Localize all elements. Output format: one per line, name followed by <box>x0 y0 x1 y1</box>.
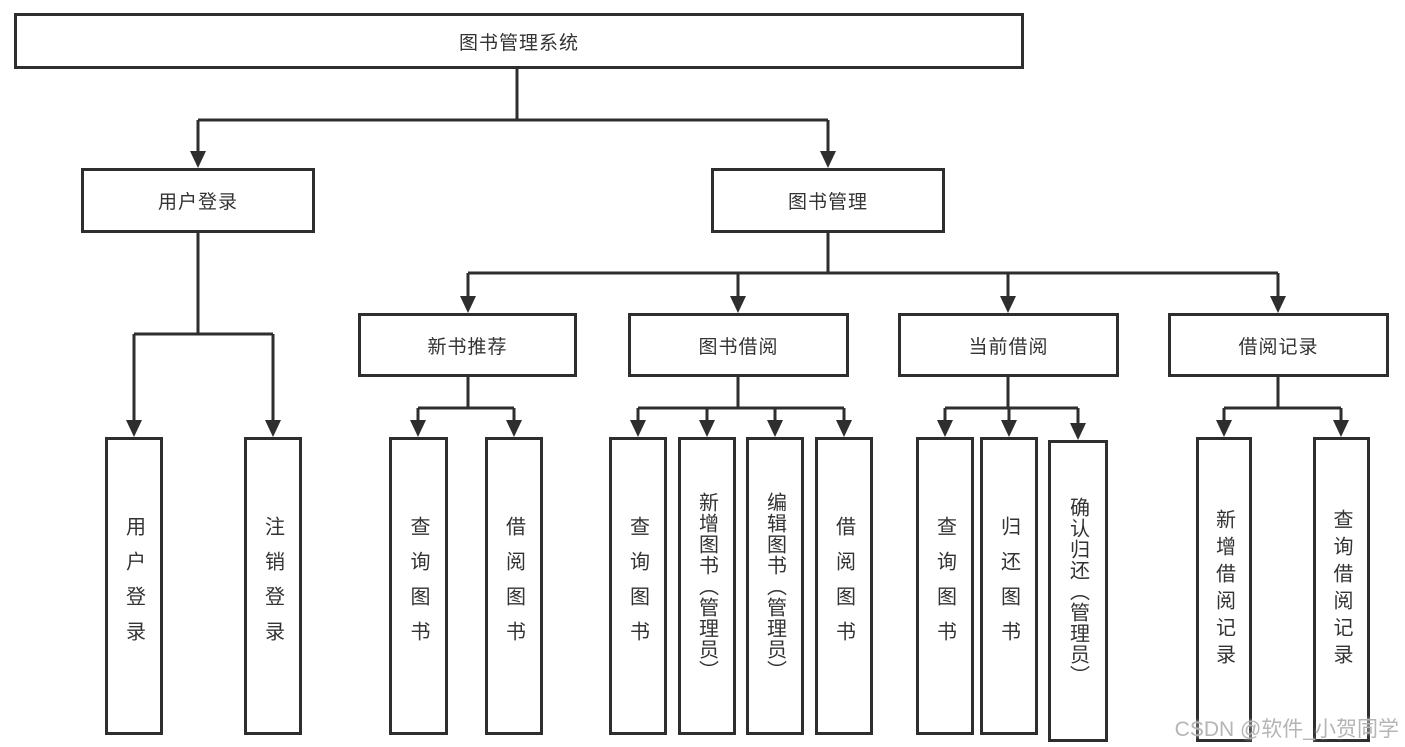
leaf-label: 查询借阅记录 <box>1330 508 1352 671</box>
node-borrowing-records: 借阅记录 <box>1168 313 1389 377</box>
leaf-confirm-return-admin: 确认归还（管理员） <box>1048 440 1108 742</box>
leaf-borrow-books: 借阅图书 <box>815 437 873 735</box>
node-book-management: 图书管理 <box>711 168 945 233</box>
leaf-borrow-books-recommendation: 借阅图书 <box>485 437 543 735</box>
csdn-watermark: CSDN @软件_小贺同学 <box>1174 718 1399 741</box>
leaf-label: 用户登录 <box>122 516 145 656</box>
node-new-book-recommendation: 新书推荐 <box>358 313 577 377</box>
leaf-label: 归还图书 <box>997 516 1020 656</box>
leaf-label: 确认归还（管理员） <box>1066 496 1089 686</box>
leaf-query-books-current: 查询图书 <box>916 437 974 735</box>
leaf-return-books: 归还图书 <box>980 437 1038 735</box>
leaf-logout-login: 注销登录 <box>244 437 302 735</box>
leaf-user-login: 用户登录 <box>105 437 163 735</box>
leaf-label: 借阅图书 <box>502 516 525 656</box>
leaf-add-borrow-record: 新增借阅记录 <box>1196 437 1252 742</box>
node-current-borrowing: 当前借阅 <box>898 313 1119 377</box>
leaf-query-books-borrowing: 查询图书 <box>609 437 667 735</box>
leaf-add-books-admin: 新增图书（管理员） <box>678 437 736 735</box>
leaf-label: 注销登录 <box>261 516 284 656</box>
leaf-label: 查询图书 <box>407 516 429 656</box>
node-user-login: 用户登录 <box>81 168 315 233</box>
arrowheads <box>126 151 1349 440</box>
leaf-label: 查询图书 <box>626 516 649 656</box>
leaf-label: 新增图书（管理员） <box>695 491 718 681</box>
leaf-label: 编辑图书（管理员） <box>763 491 786 681</box>
node-library-management-system: 图书管理系统 <box>14 13 1024 69</box>
leaf-label: 新增借阅记录 <box>1212 508 1235 671</box>
leaf-label: 查询图书 <box>933 516 956 656</box>
leaf-edit-books-admin: 编辑图书（管理员） <box>746 437 804 735</box>
leaf-label: 借阅图书 <box>832 516 855 656</box>
node-book-borrowing: 图书借阅 <box>628 313 849 377</box>
leaf-query-books-recommendation: 查询图书 <box>389 437 448 735</box>
leaf-query-borrow-record: 查询借阅记录 <box>1313 437 1370 742</box>
